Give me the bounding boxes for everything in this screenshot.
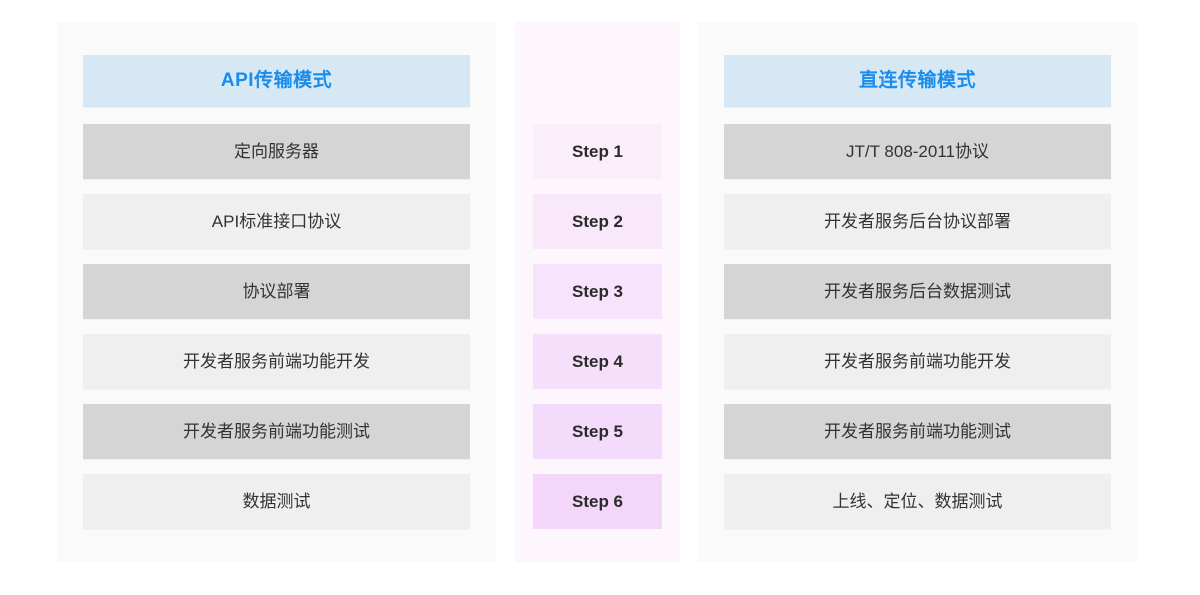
panel-direct-mode: 直连传输模式 JT/T 808-2011协议 开发者服务后台协议部署 开发者服务…	[698, 22, 1137, 562]
left-column-stack: API传输模式 定向服务器 API标准接口协议 协议部署 开发者服务前端功能开发…	[83, 55, 470, 529]
column-header-direct-mode: 直连传输模式	[724, 55, 1111, 107]
table-row[interactable]: 开发者服务前端功能测试	[724, 404, 1111, 459]
table-row[interactable]: 开发者服务前端功能开发	[83, 334, 470, 389]
table-row[interactable]: 协议部署	[83, 264, 470, 319]
panel-steps: Step 1 Step 2 Step 3 Step 4 Step 5 Step …	[515, 22, 680, 562]
table-row[interactable]: JT/T 808-2011协议	[724, 124, 1111, 179]
step-chip[interactable]: Step 1	[533, 124, 662, 179]
center-column-stack: Step 1 Step 2 Step 3 Step 4 Step 5 Step …	[533, 124, 662, 529]
table-row[interactable]: 开发者服务后台数据测试	[724, 264, 1111, 319]
step-chip[interactable]: Step 6	[533, 474, 662, 529]
panel-api-mode: API传输模式 定向服务器 API标准接口协议 协议部署 开发者服务前端功能开发…	[57, 22, 496, 562]
step-chip[interactable]: Step 4	[533, 334, 662, 389]
table-row[interactable]: 上线、定位、数据测试	[724, 474, 1111, 529]
table-row[interactable]: 定向服务器	[83, 124, 470, 179]
right-column-stack: 直连传输模式 JT/T 808-2011协议 开发者服务后台协议部署 开发者服务…	[724, 55, 1111, 529]
column-header-api-mode: API传输模式	[83, 55, 470, 107]
table-row[interactable]: 开发者服务后台协议部署	[724, 194, 1111, 249]
table-row[interactable]: API标准接口协议	[83, 194, 470, 249]
table-row[interactable]: 开发者服务前端功能测试	[83, 404, 470, 459]
table-row[interactable]: 开发者服务前端功能开发	[724, 334, 1111, 389]
step-chip[interactable]: Step 2	[533, 194, 662, 249]
step-chip[interactable]: Step 5	[533, 404, 662, 459]
table-row[interactable]: 数据测试	[83, 474, 470, 529]
step-chip[interactable]: Step 3	[533, 264, 662, 319]
